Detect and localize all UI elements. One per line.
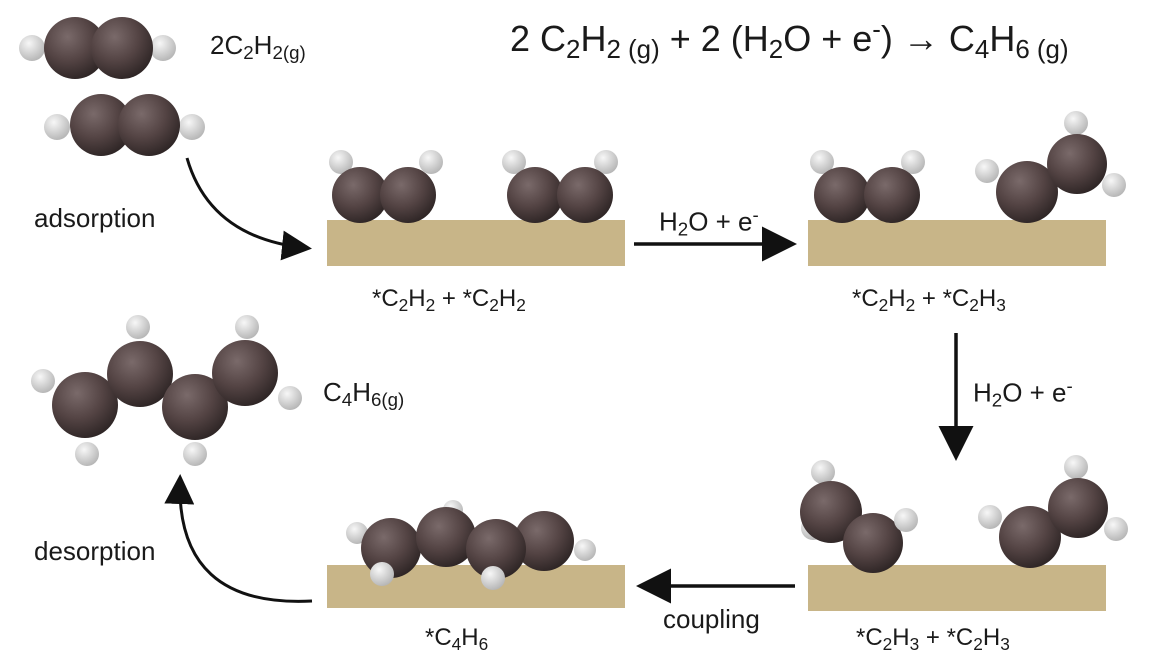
adsorbed-c2h2-1b <box>502 150 618 223</box>
species-label-c4h6: *C4H6 <box>425 624 489 654</box>
desorption-arrow <box>164 474 313 603</box>
reagent-label-1: H2O + e- <box>659 204 759 240</box>
reagent-label-2: H2O + e- <box>973 375 1073 411</box>
gas-product-label: C4H6(g) <box>323 377 405 411</box>
catalyst-surface-2 <box>808 220 1106 266</box>
overall-equation: 2 C2H2 (g) + 2 (H2O + e-) → C4H6 (g) <box>510 16 1069 65</box>
adsorbed-c2h3-2 <box>975 111 1126 223</box>
gas-reactant-label: 2C2H2(g) <box>210 30 306 64</box>
desorption-label: desorption <box>34 536 156 566</box>
adsorption-label: adsorption <box>34 203 156 233</box>
acetylene-molecule-gas-1 <box>19 17 176 79</box>
catalyst-surface-1 <box>327 220 625 266</box>
adsorbed-c2h3-3a <box>800 460 918 573</box>
adsorbed-c2h2-1a <box>329 150 443 223</box>
acetylene-molecule-gas-2 <box>44 94 205 156</box>
species-label-c2h2-c2h2: *C2H2 + *C2H2 <box>372 285 526 315</box>
coupling-label: coupling <box>663 604 760 634</box>
species-label-c2h2-c2h3: *C2H2 + *C2H3 <box>852 285 1006 315</box>
adsorbed-c2h2-2 <box>810 150 925 223</box>
butadiene-molecule-gas <box>31 315 302 466</box>
adsorbed-c4h6 <box>346 500 596 590</box>
adsorption-arrow <box>185 157 312 261</box>
catalyst-surface-3 <box>808 565 1106 611</box>
species-label-c2h3-c2h3: *C2H3 + *C2H3 <box>856 624 1010 654</box>
adsorbed-c2h3-3b <box>978 455 1128 568</box>
